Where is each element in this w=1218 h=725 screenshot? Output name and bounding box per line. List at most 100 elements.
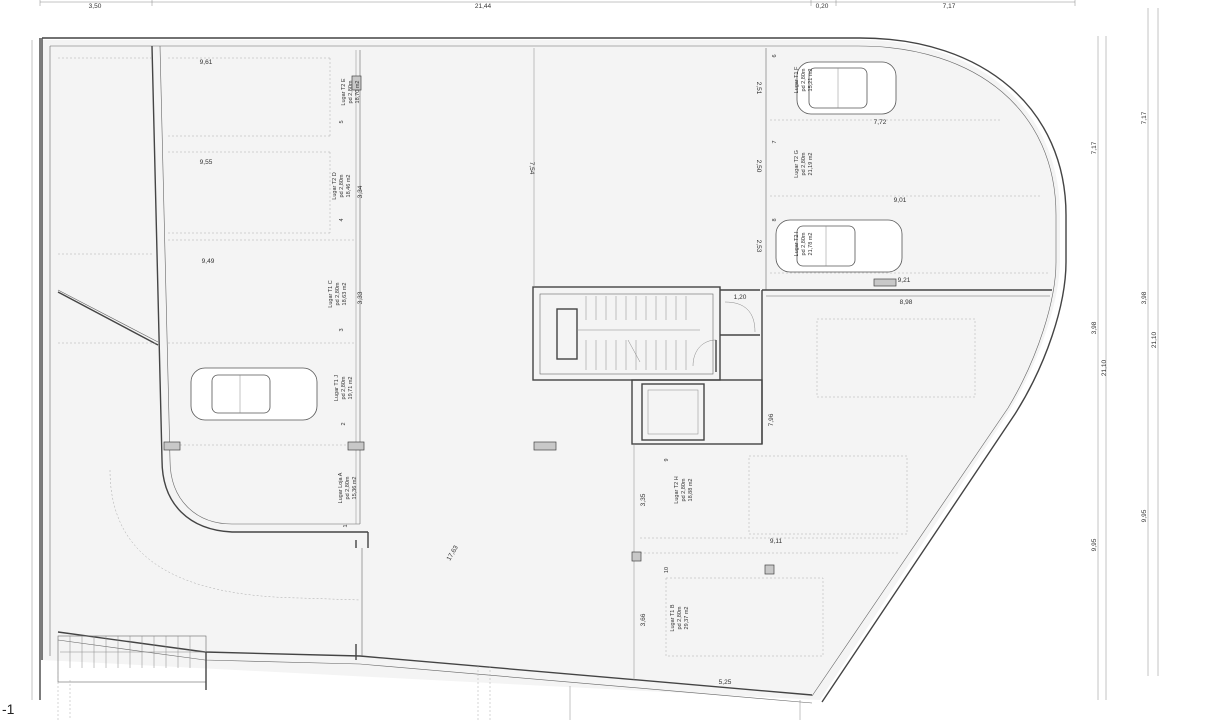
space-label-e: Lugar T2 E pd 2,80m 18,70 m2 xyxy=(341,78,361,105)
svg-text:21,19 m2: 21,19 m2 xyxy=(808,153,814,176)
right-dim-8: 9,95 xyxy=(1141,509,1148,522)
space-number-4: 4 xyxy=(339,218,345,221)
exterior-stairs xyxy=(57,635,801,720)
dim-2-50: 2,50 xyxy=(755,160,762,173)
top-dim-1: 3,50 xyxy=(89,3,102,10)
space-number-5: 5 xyxy=(339,120,345,123)
right-dim-3: 3,98 xyxy=(1091,321,1098,334)
svg-text:Lugar T1 F: Lugar T1 F xyxy=(794,66,800,93)
svg-text:Lugar T1 B: Lugar T1 B xyxy=(670,604,676,631)
right-dim-6: 21,10 xyxy=(1151,331,1158,348)
level-marker: -1 xyxy=(2,701,15,717)
svg-text:Lugar T1 J: Lugar T1 J xyxy=(334,375,340,401)
top-dim-3: 0,20 xyxy=(816,3,829,10)
elevator-shaft xyxy=(631,290,763,445)
svg-text:pd 2,80m: pd 2,80m xyxy=(677,606,683,629)
space-label-b: Lugar T1 B pd 2,80m 29,37 m2 xyxy=(670,604,690,631)
svg-text:pd 2,80m: pd 2,80m xyxy=(339,174,345,197)
space-label-g: Lugar T2 G pd 2,80m 21,19 m2 xyxy=(794,150,814,178)
svg-text:19,71 m2: 19,71 m2 xyxy=(348,377,354,400)
svg-text:pd 2,80m: pd 2,80m xyxy=(341,376,347,399)
dim-2-53: 2,53 xyxy=(755,240,762,253)
svg-text:pd 2,80m: pd 2,80m xyxy=(801,232,807,255)
svg-text:pd 2,80m: pd 2,80m xyxy=(801,152,807,175)
svg-text:18,46 m2: 18,46 m2 xyxy=(346,175,352,198)
dim-7-54: 7,54 xyxy=(528,162,535,175)
space-number-7: 7 xyxy=(772,140,778,143)
dim-9-01: 9,01 xyxy=(894,197,907,204)
dim-3-66: 3,66 xyxy=(640,613,647,626)
space-label-i: Lugar T2 I pd 2,80m 21,78 m2 xyxy=(794,231,814,256)
dim-3-35: 3,35 xyxy=(640,493,647,506)
space-label-d: Lugar T2 D pd 2,80m 18,46 m2 xyxy=(332,172,352,199)
dim-8-98: 8,98 xyxy=(900,299,913,306)
top-dim-4: 7,17 xyxy=(943,3,956,10)
dim-1-20: 1,20 xyxy=(734,294,747,301)
svg-text:18,70 m2: 18,70 m2 xyxy=(355,81,361,104)
inner-dimensions: 9,61 9,55 9,49 7,54 2,51 2,50 2,53 7,72 … xyxy=(200,59,913,686)
space-number-3: 3 xyxy=(339,328,345,331)
structural-columns xyxy=(163,75,897,575)
top-dimension-line: 3,50 21,44 0,20 7,17 xyxy=(39,0,1076,10)
svg-text:18,88 m2: 18,88 m2 xyxy=(688,479,694,502)
right-dim-5: 21,10 xyxy=(1101,359,1108,376)
svg-text:pd 2,80m: pd 2,80m xyxy=(335,282,341,305)
svg-text:29,37 m2: 29,37 m2 xyxy=(684,607,690,630)
space-number-8: 8 xyxy=(772,218,778,221)
car-left xyxy=(190,367,318,421)
dim-7-96: 7,96 xyxy=(768,413,775,426)
right-parking-bays xyxy=(533,48,1052,680)
stairwell xyxy=(532,286,760,381)
dim-3-34: 3,34 xyxy=(357,185,364,198)
svg-text:pd 2,80m: pd 2,80m xyxy=(681,478,687,501)
dim-2-51: 2,51 xyxy=(755,82,762,95)
svg-text:pd 2,80m: pd 2,80m xyxy=(345,476,351,499)
svg-text:15,36 m2: 15,36 m2 xyxy=(352,477,358,500)
dim-3-33: 3,33 xyxy=(357,291,364,304)
outer-walls xyxy=(31,37,1067,704)
svg-text:18,63 m2: 18,63 m2 xyxy=(342,283,348,306)
space-label-f: Lugar T1 F pd 2,80m 15,21 m2 xyxy=(794,66,814,93)
space-number-6: 6 xyxy=(772,54,778,57)
dim-7-72: 7,72 xyxy=(874,119,887,126)
top-dim-2: 21,44 xyxy=(475,3,492,10)
right-dim-1: 7,17 xyxy=(1091,141,1098,154)
svg-text:Lugar T2 E: Lugar T2 E xyxy=(341,78,347,105)
space-number-10: 10 xyxy=(664,567,670,573)
dim-9-21: 9,21 xyxy=(898,277,911,284)
svg-text:Lugar Loja A: Lugar Loja A xyxy=(338,472,344,503)
dim-9-49: 9,49 xyxy=(202,258,215,265)
space-number-1: 1 xyxy=(343,524,349,527)
car-top-right xyxy=(796,61,897,115)
right-dim-7: 9,95 xyxy=(1091,538,1098,551)
right-dim-4: 3,98 xyxy=(1141,291,1148,304)
svg-text:21,78 m2: 21,78 m2 xyxy=(808,233,814,256)
dim-9-55: 9,55 xyxy=(200,159,213,166)
space-number-9: 9 xyxy=(664,458,670,461)
space-label-h: Lugar T2 H pd 2,80m 18,88 m2 xyxy=(674,476,694,503)
car-mid-right xyxy=(775,219,903,273)
floor-area xyxy=(42,40,1060,700)
space-label-a: Lugar Loja A pd 2,80m 15,36 m2 xyxy=(338,472,358,503)
parking-space-numbers: 5 4 3 2 1 6 7 8 9 10 xyxy=(339,54,778,573)
right-dimension-lines: 7,17 7,17 3,98 3,98 21,10 21,10 9,95 9,9… xyxy=(1091,8,1159,700)
dim-9-11: 9,11 xyxy=(770,538,783,545)
right-dim-2: 7,17 xyxy=(1141,111,1148,124)
svg-text:Lugar T2 I: Lugar T2 I xyxy=(794,231,800,256)
svg-text:Lugar T2 D: Lugar T2 D xyxy=(332,172,338,199)
svg-text:Lugar T2 G: Lugar T2 G xyxy=(794,150,800,178)
svg-text:pd 2,80m: pd 2,80m xyxy=(801,68,807,91)
space-number-2: 2 xyxy=(341,422,347,425)
svg-text:15,21 m2: 15,21 m2 xyxy=(808,69,814,92)
svg-text:pd 2,80m: pd 2,80m xyxy=(348,80,354,103)
svg-text:Lugar T2 H: Lugar T2 H xyxy=(674,476,680,503)
dim-5-25: 5,25 xyxy=(719,679,732,686)
space-label-c: Lugar T1 C pd 2,80m 18,63 m2 xyxy=(328,280,348,307)
dim-9-61: 9,61 xyxy=(200,59,213,66)
left-parking-walls xyxy=(57,45,369,660)
parking-space-labels: Lugar T2 E pd 2,80m 18,70 m2 Lugar T2 D … xyxy=(328,66,814,632)
space-label-j: Lugar T1 J pd 2,80m 19,71 m2 xyxy=(334,375,354,401)
svg-text:Lugar T1 C: Lugar T1 C xyxy=(328,280,334,307)
